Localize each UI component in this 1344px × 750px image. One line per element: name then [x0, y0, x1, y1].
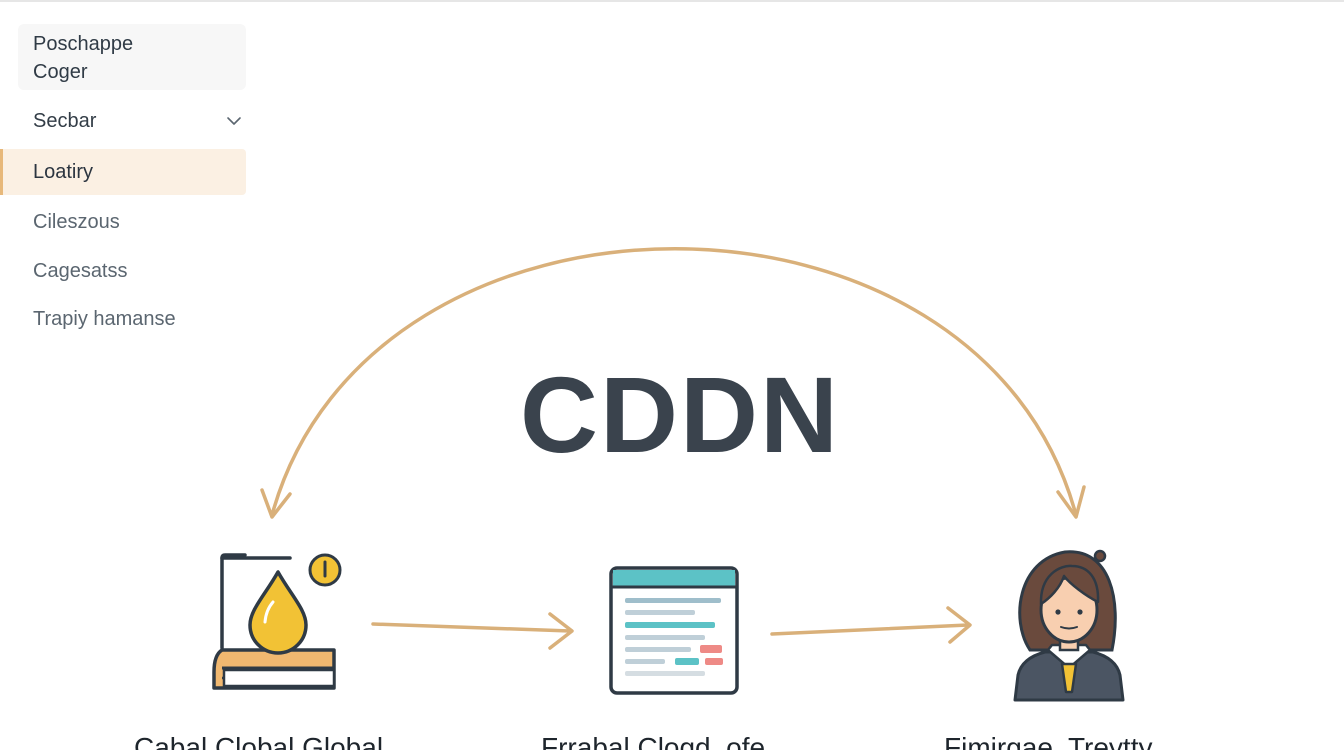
brand-line-1: Poschappe	[33, 33, 134, 55]
connector-arrowhead-2	[946, 606, 972, 644]
diagram-title: CDDN	[520, 354, 840, 475]
node-label-3: Fimirgae. Treytty	[944, 732, 1153, 750]
chevron-down-icon[interactable]	[226, 113, 242, 129]
sidebar-item-label: Loatiry	[33, 161, 94, 183]
arc-arrowhead-right	[1056, 485, 1086, 519]
sidebar-item-cagesatss[interactable]: Cagesatss	[0, 248, 246, 294]
sidebar-item-secbar[interactable]: Secbar	[0, 98, 246, 144]
top-divider	[0, 0, 1344, 2]
connector-arrowhead-1	[548, 612, 574, 650]
brand-line-2: Coger	[33, 61, 88, 83]
node-label-2: Frrabal Clogd. ofe	[541, 732, 766, 750]
person-avatar-icon	[1013, 549, 1125, 702]
cycle-arc-arrow	[270, 247, 1078, 517]
sidebar-item-loatiry[interactable]: Loatiry	[0, 149, 246, 195]
connector-arrow-1	[371, 622, 572, 633]
sidebar-item-cileszous[interactable]: Cilеszous	[0, 199, 246, 245]
arc-arrowhead-left	[260, 488, 292, 519]
sidebar-item-label: Secbar	[33, 110, 97, 132]
browser-window-icon	[609, 566, 739, 695]
sidebar-item-label: Trapiy hamanse	[33, 308, 176, 330]
sidebar-item-label: Cagesatss	[33, 260, 128, 282]
node-label-1: Cabal Clobal Global	[134, 732, 384, 750]
brand-block[interactable]: Poschappe Coger	[18, 24, 246, 90]
sidebar-item-trapiy-hamanse[interactable]: Trapiy hamanse	[0, 296, 246, 342]
oil-drop-book-icon	[212, 553, 342, 690]
sidebar-item-label: Cilеszous	[33, 211, 120, 233]
connector-arrow-2	[770, 623, 970, 636]
